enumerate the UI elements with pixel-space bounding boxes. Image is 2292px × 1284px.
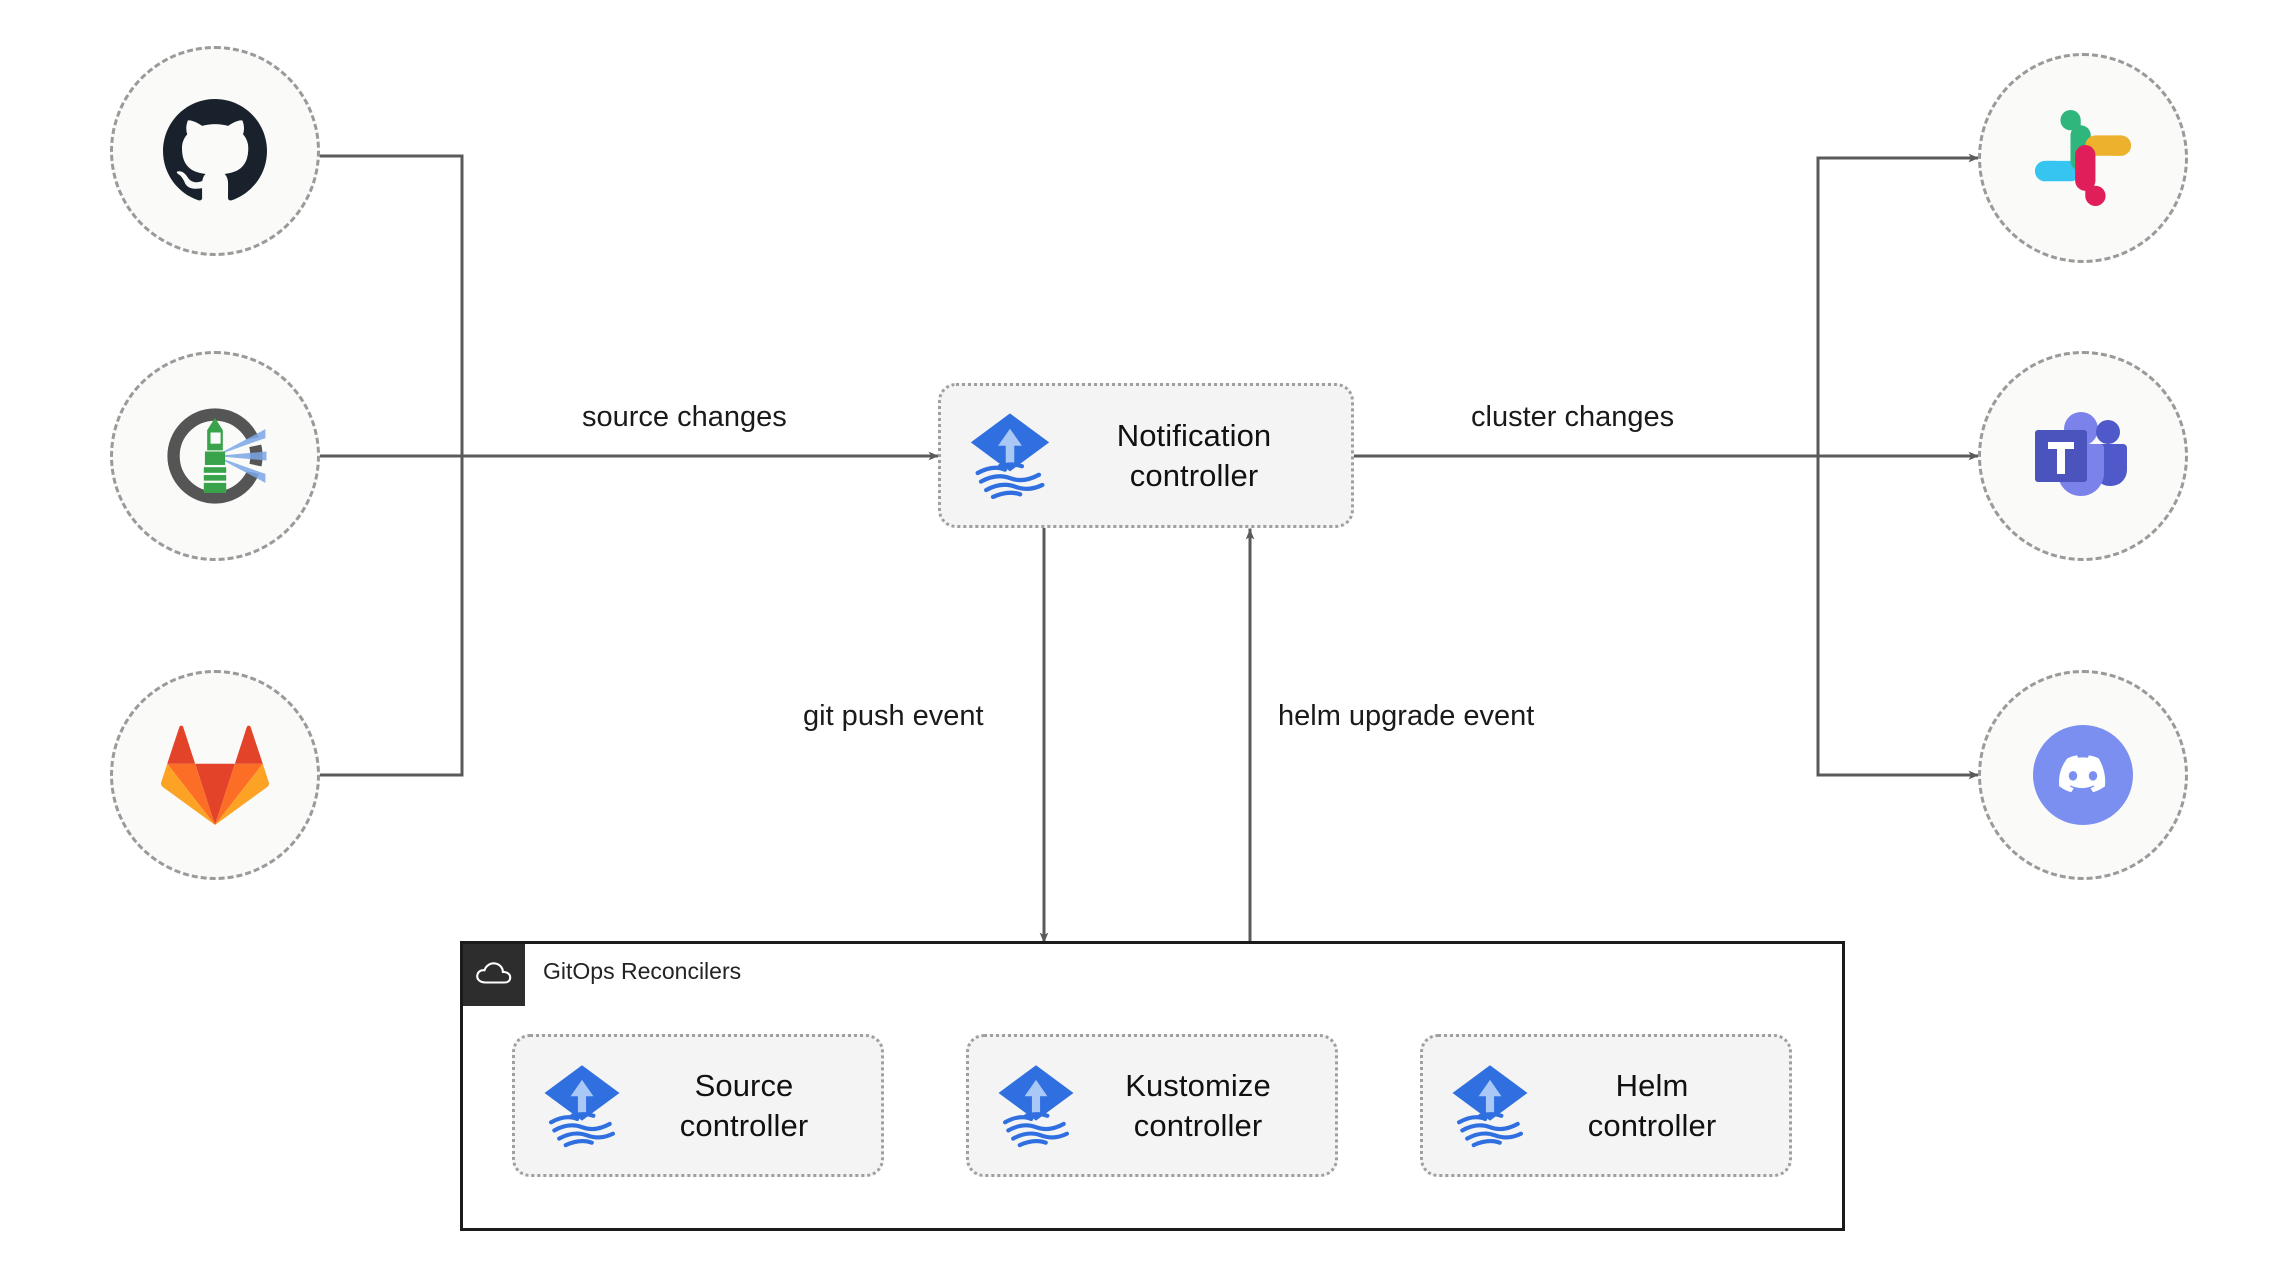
target-node-slack[interactable] [1978,53,2188,263]
notification-controller-box[interactable]: Notification controller [938,383,1354,528]
container-badge [463,944,525,1006]
target-node-discord[interactable] [1978,670,2188,880]
microsoft-teams-icon [2031,408,2135,504]
source-controller-label-line2: controller [679,1107,809,1143]
flux-icon [541,1062,623,1150]
edge-label-helm-upgrade-event: helm upgrade event [1278,700,1535,732]
source-controller-label: Source controller [623,1066,881,1145]
kustomize-controller-box[interactable]: Kustomize controller [966,1034,1338,1177]
flux-icon [1449,1062,1531,1150]
source-node-gitea[interactable] [110,351,320,561]
discord-icon [2027,719,2139,831]
cloud-icon [475,960,513,991]
notification-controller-label-line1: Notification [1116,417,1272,453]
helm-controller-label-line2: controller [1587,1107,1717,1143]
github-icon [163,99,267,203]
kustomize-controller-label-line2: controller [1133,1107,1263,1143]
notification-controller-label-line2: controller [1129,457,1259,493]
notification-controller-label: Notification controller [1053,416,1351,495]
gitea-icon [159,400,271,512]
source-controller-box[interactable]: Source controller [512,1034,884,1177]
edge-label-git-push-event: git push event [803,700,984,732]
container-title: GitOps Reconcilers [543,958,742,984]
kustomize-controller-label: Kustomize controller [1077,1066,1335,1145]
source-node-github[interactable] [110,46,320,256]
kustomize-controller-label-line1: Kustomize [1125,1067,1271,1103]
slack-icon [2035,110,2131,206]
gitlab-icon [160,725,270,825]
helm-controller-label-line1: Helm [1615,1067,1689,1103]
source-node-gitlab[interactable] [110,670,320,880]
flux-icon [967,410,1053,502]
edge-label-cluster-changes: cluster changes [1471,401,1675,433]
target-node-teams[interactable] [1978,351,2188,561]
helm-controller-box[interactable]: Helm controller [1420,1034,1792,1177]
source-controller-label-line1: Source [694,1067,794,1103]
helm-controller-label: Helm controller [1531,1066,1789,1145]
flux-icon [995,1062,1077,1150]
edge-label-source-changes: source changes [582,401,787,433]
